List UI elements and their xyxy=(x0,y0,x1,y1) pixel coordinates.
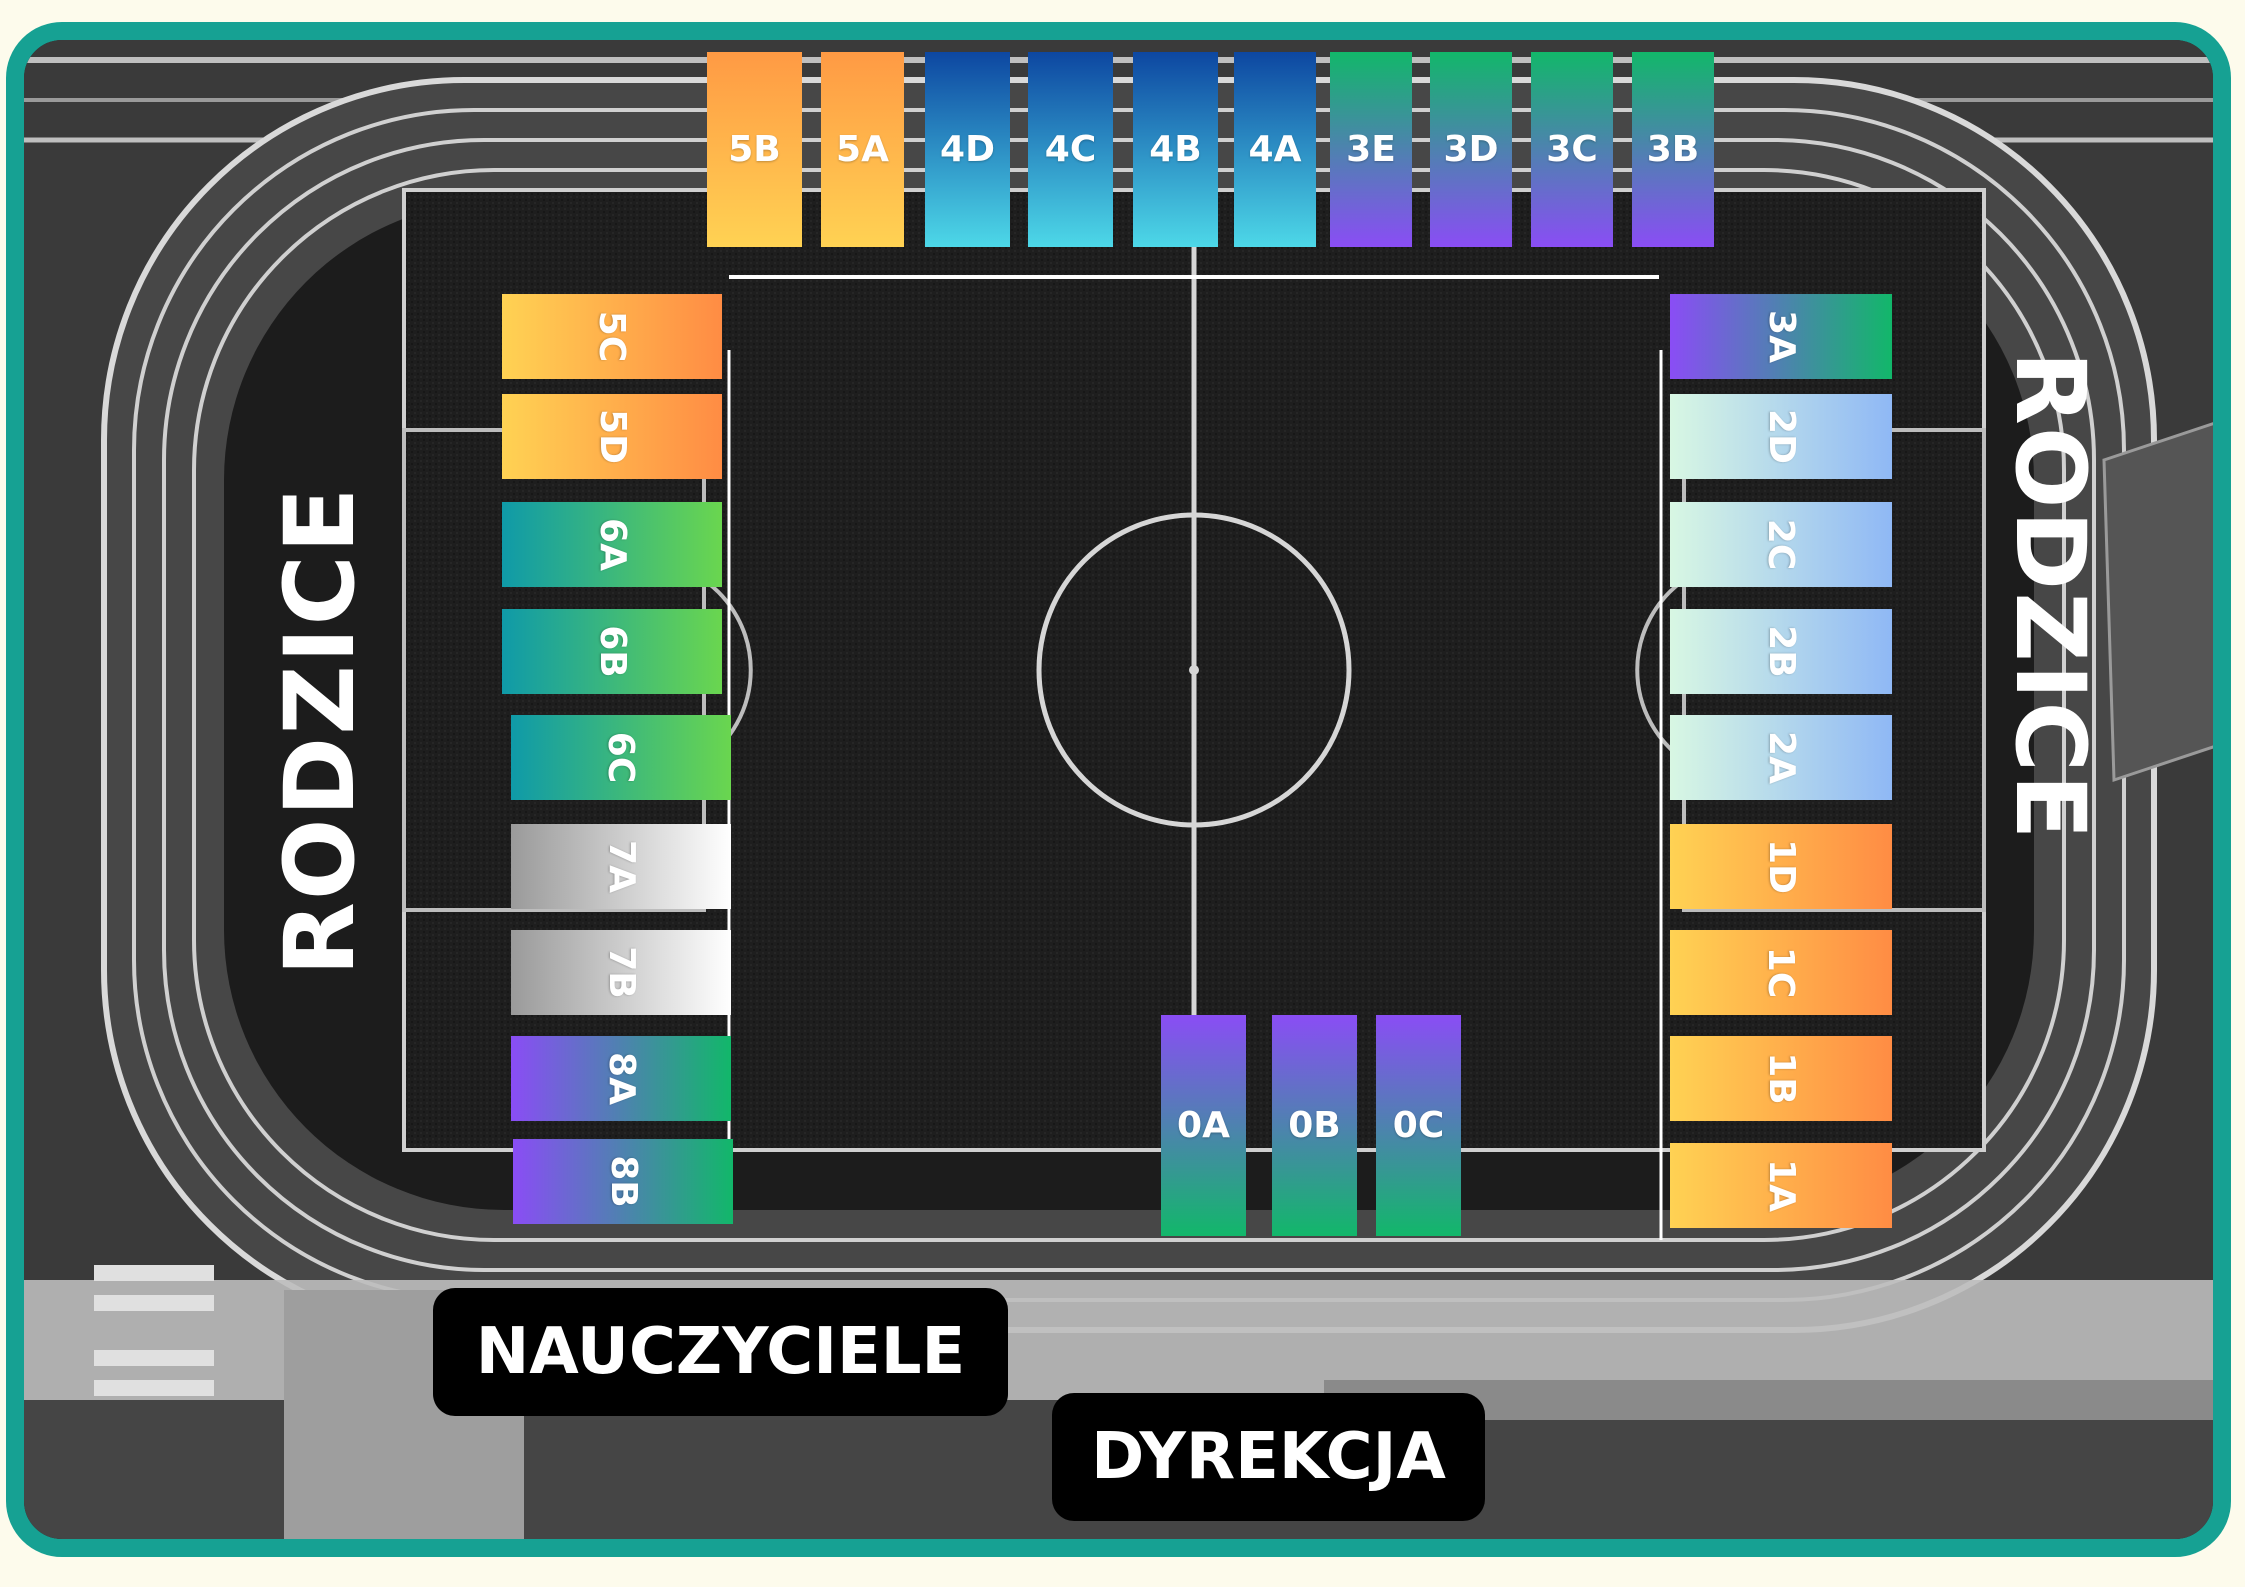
stand-label: 3C xyxy=(1546,129,1598,170)
stand-label: 4A xyxy=(1248,129,1302,170)
stand-label: 2B xyxy=(1760,625,1802,678)
stand-label: 3E xyxy=(1346,129,1396,170)
management-label: DYREKCJA xyxy=(1052,1393,1485,1521)
stand-label: 4C xyxy=(1044,129,1097,170)
stand-label: 6A xyxy=(591,518,633,571)
stand-block-8a: 8A xyxy=(511,1036,731,1121)
stand-block-0b: 0B xyxy=(1272,1015,1357,1236)
stand-block-0a: 0A xyxy=(1161,1015,1246,1236)
parents-left-label: RODZICE xyxy=(264,485,376,976)
stand-label: 5C xyxy=(591,310,633,363)
stand-block-3e: 3E xyxy=(1330,52,1412,247)
stand-label: 4D xyxy=(940,129,995,170)
stand-label: 2A xyxy=(1760,731,1802,784)
stand-block-5b: 5B xyxy=(707,52,802,247)
stand-block-7a: 7A xyxy=(511,824,731,909)
stand-label: 0A xyxy=(1177,1105,1230,1146)
stand-block-3b: 3B xyxy=(1632,52,1714,247)
stand-block-0c: 0C xyxy=(1376,1015,1461,1236)
stand-label: 5B xyxy=(728,129,781,170)
stand-label: 3D xyxy=(1443,129,1499,170)
stand-label: 1A xyxy=(1760,1159,1802,1212)
stand-label: 4B xyxy=(1149,129,1202,170)
stand-label: 1C xyxy=(1760,946,1802,999)
stand-block-4b: 4B xyxy=(1133,52,1218,247)
stand-label: 5A xyxy=(836,129,889,170)
stand-label: 3A xyxy=(1760,310,1802,363)
stand-label: 6B xyxy=(591,625,633,678)
stand-block-4a: 4A xyxy=(1234,52,1316,247)
stand-label: 1B xyxy=(1760,1052,1802,1105)
stand-label: 0C xyxy=(1392,1105,1445,1146)
stand-label: 7B xyxy=(600,946,642,999)
stand-block-6c: 6C xyxy=(511,715,731,800)
stand-block-3c: 3C xyxy=(1531,52,1613,247)
stand-label: 0B xyxy=(1288,1105,1341,1146)
stand-block-1a: 1A xyxy=(1670,1143,1892,1228)
stand-block-2c: 2C xyxy=(1670,502,1892,587)
stand-block-8b: 8B xyxy=(513,1139,733,1224)
stand-block-3d: 3D xyxy=(1430,52,1512,247)
stand-block-6a: 6A xyxy=(502,502,722,587)
stand-block-7b: 7B xyxy=(511,930,731,1015)
stand-label: 2D xyxy=(1760,409,1802,464)
stand-label: 8B xyxy=(602,1155,644,1208)
stand-block-2d: 2D xyxy=(1670,394,1892,479)
stand-block-4c: 4C xyxy=(1028,52,1113,247)
stand-block-2a: 2A xyxy=(1670,715,1892,800)
stand-block-5d: 5D xyxy=(502,394,722,479)
stand-label: 2C xyxy=(1760,518,1802,571)
stand-label: 6C xyxy=(600,731,642,784)
stand-block-5c: 5C xyxy=(502,294,722,379)
teachers-label: NAUCZYCIELE xyxy=(433,1288,1008,1416)
stand-block-2b: 2B xyxy=(1670,609,1892,694)
stand-block-4d: 4D xyxy=(925,52,1010,247)
stand-label: 1D xyxy=(1760,839,1802,894)
stand-block-3a: 3A xyxy=(1670,294,1892,379)
parents-right-label: RODZICE xyxy=(1994,351,2106,842)
stand-label: 3B xyxy=(1646,129,1700,170)
stand-block-1b: 1B xyxy=(1670,1036,1892,1121)
stand-block-6b: 6B xyxy=(502,609,722,694)
stand-label: 8A xyxy=(600,1052,642,1105)
stand-block-5a: 5A xyxy=(821,52,904,247)
stand-label: 7A xyxy=(600,840,642,893)
stand-label: 5D xyxy=(591,409,633,464)
stand-block-1c: 1C xyxy=(1670,930,1892,1015)
stand-block-1d: 1D xyxy=(1670,824,1892,909)
